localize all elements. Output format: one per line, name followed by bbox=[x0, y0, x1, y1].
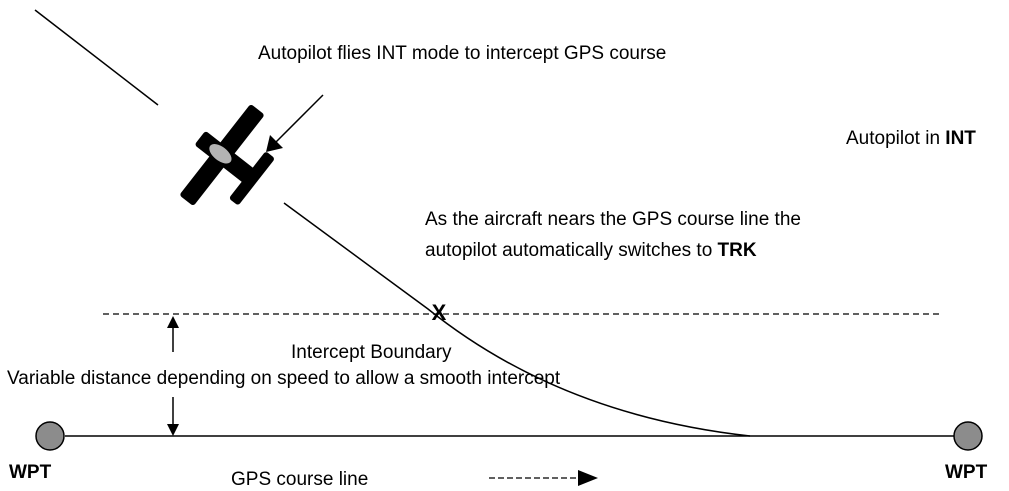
crossing-mark: X bbox=[432, 300, 447, 325]
variable-distance-label: Variable distance depending on speed to … bbox=[7, 368, 561, 389]
waypoint-left-label: WPT bbox=[9, 462, 52, 483]
switch-mode: TRK bbox=[717, 240, 757, 261]
int-pointer-arrowhead bbox=[266, 135, 283, 152]
waypoint-left-icon bbox=[35, 421, 65, 451]
distance-arrowhead-up bbox=[167, 316, 179, 328]
intercept-path bbox=[283, 202, 751, 437]
switch-note-prefix: autopilot automatically switches to bbox=[425, 240, 718, 261]
autopilot-in-prefix: Autopilot in bbox=[846, 128, 946, 149]
waypoint-right-label: WPT bbox=[945, 462, 988, 483]
intercept-boundary-label: Intercept Boundary bbox=[291, 342, 452, 363]
switch-note-line1: As the aircraft nears the GPS course lin… bbox=[425, 209, 801, 230]
course-direction-arrowhead bbox=[578, 470, 598, 486]
autopilot-in-label: Autopilot in INT bbox=[846, 128, 976, 150]
switch-note-line2: autopilot automatically switches to TRK bbox=[425, 240, 757, 262]
int-mode-label: Autopilot flies INT mode to intercept GP… bbox=[258, 43, 667, 64]
autopilot-in-mode: INT bbox=[945, 128, 976, 149]
waypoint-right-icon bbox=[953, 421, 983, 451]
incoming-flight-path bbox=[34, 9, 159, 106]
aircraft-icon bbox=[180, 104, 274, 206]
gps-course-label: GPS course line bbox=[231, 469, 369, 490]
distance-arrowhead-down bbox=[167, 424, 179, 436]
int-pointer-arrow bbox=[275, 94, 324, 143]
